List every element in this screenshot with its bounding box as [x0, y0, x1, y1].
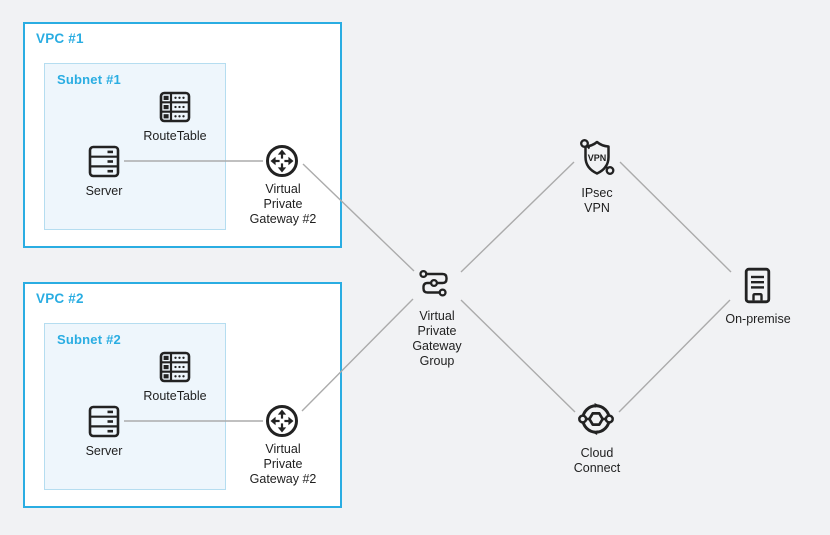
connector-cloudconnect-onpremise [618, 299, 731, 413]
connector-hub-cloudconnect [460, 299, 576, 413]
vpc2-subnet-box: Subnet #2 [44, 323, 226, 490]
connector-hub-ipsec [460, 161, 575, 273]
virtual-private-gateway-label-2: Virtual Private Gateway #2 [249, 442, 317, 486]
on-premise-label: On-premise [725, 312, 791, 326]
route-table-label-1: RouteTable [143, 129, 207, 143]
vpc1-label: VPC #1 [36, 31, 84, 46]
virtual-private-gateway-group-icon [417, 268, 453, 302]
vpc2-box: VPC #2 Subnet #2 [23, 282, 342, 508]
server-label-1: Server [85, 184, 123, 198]
virtual-private-gateway-label-1: Virtual Private Gateway #2 [249, 182, 317, 226]
virtual-private-gateway-icon [265, 144, 299, 178]
vpc2-subnet-label: Subnet #2 [57, 332, 121, 347]
vpc2-label: VPC #2 [36, 291, 84, 306]
virtual-private-gateway-icon [265, 404, 299, 438]
route-table-icon [159, 91, 191, 123]
route-table-icon [159, 351, 191, 383]
ipsec-vpn-icon: VPN [576, 136, 618, 178]
server-icon [88, 405, 120, 438]
on-premise-icon [744, 267, 771, 304]
cloud-connect-label: Cloud Connect [573, 446, 621, 475]
connector-gateway1-hub [302, 163, 415, 272]
vpc1-subnet-label: Subnet #1 [57, 72, 121, 87]
vpn-badge-text: VPN [588, 153, 607, 163]
vpc1-subnet-box: Subnet #1 [44, 63, 226, 230]
connector-gateway2-hub [301, 298, 414, 412]
vpc1-box: VPC #1 Subnet #1 [23, 22, 342, 248]
connector-ipsec-onpremise [619, 161, 732, 273]
server-label-2: Server [85, 444, 123, 458]
virtual-private-gateway-group-label: Virtual Private Gateway Group [412, 309, 462, 368]
ipsec-vpn-label: IPsec VPN [581, 186, 613, 215]
server-icon [88, 145, 120, 178]
cloud-connect-icon [577, 400, 615, 438]
route-table-label-2: RouteTable [143, 389, 207, 403]
